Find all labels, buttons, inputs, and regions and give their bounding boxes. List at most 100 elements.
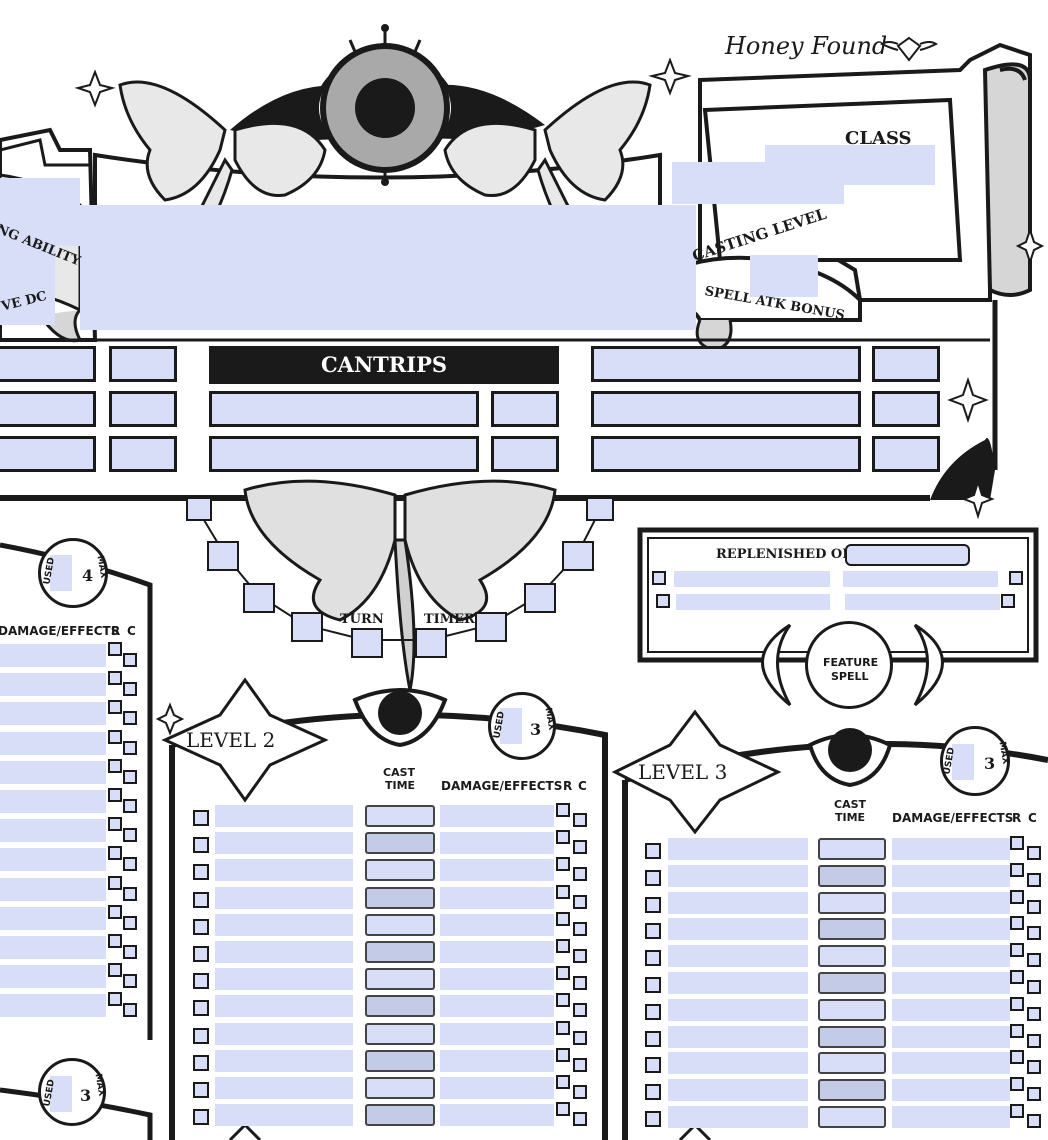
prepared-checkbox[interactable] — [193, 1000, 209, 1017]
spell-cast-time-field[interactable] — [365, 1104, 435, 1127]
casting-level-field[interactable] — [672, 162, 844, 204]
spell-name-field[interactable] — [668, 864, 808, 887]
spell-damage-field[interactable] — [440, 995, 554, 1018]
spell-cast-time-field[interactable] — [818, 918, 886, 941]
replenished-on-field[interactable] — [845, 544, 970, 566]
turn-timer-box[interactable] — [586, 497, 614, 521]
ritual-checkbox[interactable] — [108, 788, 122, 802]
prepared-checkbox[interactable] — [645, 896, 661, 913]
concentration-checkbox[interactable] — [123, 974, 137, 989]
ritual-checkbox[interactable] — [1010, 996, 1024, 1011]
spell-damage-field[interactable] — [0, 673, 106, 697]
replenish-checkbox[interactable] — [652, 571, 666, 585]
ritual-checkbox[interactable] — [556, 911, 570, 926]
concentration-checkbox[interactable] — [573, 894, 587, 909]
ritual-checkbox[interactable] — [108, 846, 122, 861]
turn-timer-box[interactable] — [207, 541, 239, 571]
ritual-checkbox[interactable] — [108, 875, 122, 890]
concentration-checkbox[interactable] — [1027, 1006, 1041, 1021]
spell-cast-time-field[interactable] — [818, 838, 886, 860]
spell-damage-field[interactable] — [440, 886, 554, 909]
turn-timer-box[interactable] — [524, 583, 556, 613]
spell-damage-field[interactable] — [892, 838, 1010, 860]
spell-cast-time-field[interactable] — [365, 941, 435, 963]
replenish-note-field[interactable] — [845, 594, 1000, 610]
spell-name-field[interactable] — [215, 1104, 353, 1127]
spell-damage-field[interactable] — [0, 760, 106, 784]
concentration-checkbox[interactable] — [573, 813, 587, 827]
cantrip-cast-time-field[interactable] — [109, 391, 177, 427]
cantrip-cast-time-field[interactable] — [109, 436, 177, 472]
ritual-checkbox[interactable] — [1010, 1077, 1024, 1092]
save-dc-field[interactable] — [0, 245, 55, 325]
spell-name-field[interactable] — [215, 1022, 353, 1045]
spell-cast-time-field[interactable] — [365, 859, 435, 882]
spell-damage-field[interactable] — [0, 731, 106, 755]
spell-cast-time-field[interactable] — [818, 864, 886, 887]
turn-timer-box[interactable] — [186, 497, 212, 521]
spell-damage-field[interactable] — [892, 891, 1010, 914]
spell-damage-field[interactable] — [440, 805, 554, 827]
cantrip-name-field[interactable] — [591, 436, 861, 472]
ritual-checkbox[interactable] — [108, 671, 122, 686]
prepared-checkbox[interactable] — [193, 891, 209, 908]
ritual-checkbox[interactable] — [1010, 970, 1024, 984]
ritual-checkbox[interactable] — [108, 934, 122, 948]
spell-name-field[interactable] — [668, 918, 808, 941]
slots-used-field[interactable] — [50, 555, 72, 591]
cantrip-cast-time-field[interactable] — [109, 346, 177, 382]
cantrip-cast-time-field[interactable] — [491, 436, 559, 472]
spell-attack-bonus-field[interactable] — [750, 255, 818, 297]
replenish-note-field[interactable] — [674, 571, 830, 587]
spell-damage-field[interactable] — [892, 1106, 1010, 1128]
cantrip-cast-time-field[interactable] — [872, 391, 940, 427]
prepared-checkbox[interactable] — [193, 1027, 209, 1044]
ritual-checkbox[interactable] — [556, 966, 570, 981]
concentration-checkbox[interactable] — [123, 915, 137, 930]
concentration-checkbox[interactable] — [123, 711, 137, 726]
spell-cast-time-field[interactable] — [365, 832, 435, 855]
concentration-checkbox[interactable] — [573, 1003, 587, 1018]
concentration-checkbox[interactable] — [1027, 1060, 1041, 1075]
ritual-checkbox[interactable] — [108, 963, 122, 978]
spell-damage-field[interactable] — [892, 945, 1010, 968]
spell-name-field[interactable] — [668, 891, 808, 914]
spell-cast-time-field[interactable] — [818, 998, 886, 1021]
spell-damage-field[interactable] — [440, 859, 554, 882]
prepared-checkbox[interactable] — [645, 1057, 661, 1074]
spell-damage-field[interactable] — [440, 968, 554, 991]
replenish-checkbox[interactable] — [1009, 571, 1023, 585]
slots-used-field[interactable] — [952, 744, 974, 780]
spell-cast-time-field[interactable] — [365, 913, 435, 936]
spell-name-field[interactable] — [668, 1106, 808, 1128]
spell-cast-time-field[interactable] — [818, 1025, 886, 1048]
turn-timer-box[interactable] — [415, 628, 447, 658]
concentration-checkbox[interactable] — [1027, 926, 1041, 941]
spell-name-field[interactable] — [215, 1077, 353, 1099]
concentration-checkbox[interactable] — [573, 976, 587, 991]
spell-damage-field[interactable] — [440, 913, 554, 936]
prepared-checkbox[interactable] — [193, 837, 209, 854]
concentration-checkbox[interactable] — [1027, 846, 1041, 860]
spell-damage-field[interactable] — [0, 848, 106, 872]
prepared-checkbox[interactable] — [193, 1082, 209, 1098]
turn-timer-box[interactable] — [243, 583, 275, 613]
cantrip-name-field[interactable] — [209, 391, 479, 427]
feature-spell-badge[interactable] — [805, 621, 893, 709]
slots-used-field[interactable] — [500, 708, 522, 744]
ritual-checkbox[interactable] — [108, 700, 122, 715]
spell-name-field[interactable] — [668, 1052, 808, 1075]
ritual-checkbox[interactable] — [556, 1075, 570, 1089]
spell-damage-field[interactable] — [892, 1079, 1010, 1102]
ritual-checkbox[interactable] — [1010, 1104, 1024, 1118]
spell-cast-time-field[interactable] — [818, 1079, 886, 1102]
spell-damage-field[interactable] — [440, 832, 554, 855]
spell-cast-time-field[interactable] — [818, 972, 886, 994]
prepared-checkbox[interactable] — [645, 843, 661, 859]
spell-damage-field[interactable] — [0, 877, 106, 901]
ritual-checkbox[interactable] — [556, 939, 570, 953]
spell-name-field[interactable] — [668, 1079, 808, 1102]
spell-name-field[interactable] — [215, 1049, 353, 1072]
concentration-checkbox[interactable] — [1027, 899, 1041, 914]
concentration-checkbox[interactable] — [573, 1112, 587, 1127]
